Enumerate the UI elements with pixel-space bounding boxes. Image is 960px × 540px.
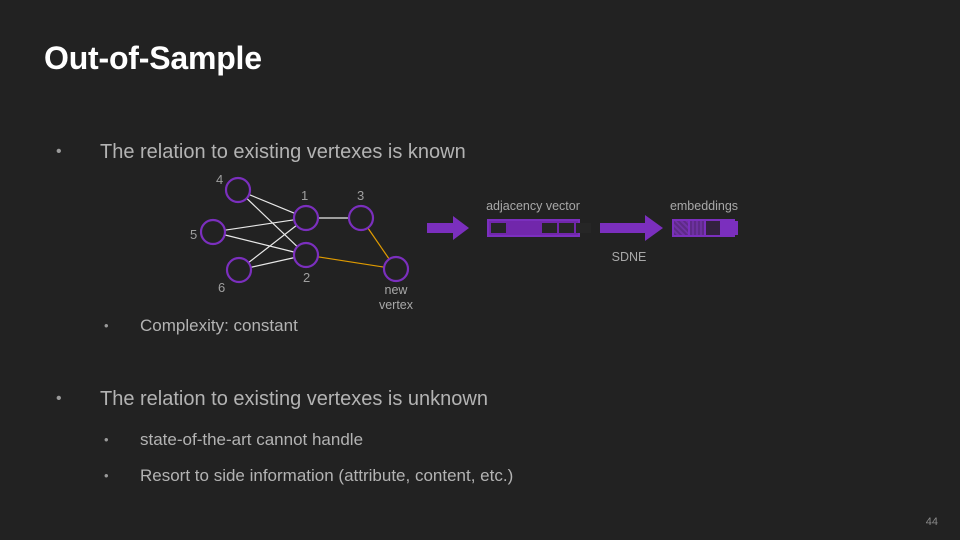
graph-node-1 xyxy=(292,204,320,232)
adjacency-cell xyxy=(559,223,574,233)
bullet-marker: • xyxy=(56,390,62,407)
arrow-to-adjacency-icon xyxy=(427,216,469,240)
bullet-complexity: • Complexity: constant xyxy=(104,316,298,336)
embedding-cell xyxy=(706,221,720,235)
new-vertex-label: new vertex xyxy=(368,283,424,313)
sdne-label: SDNE xyxy=(611,250,647,264)
adjacency-cell xyxy=(576,223,591,233)
embedding-cell xyxy=(690,221,704,235)
bullet-text: The relation to existing vertexes is unk… xyxy=(100,388,488,410)
graph-node-label-5: 5 xyxy=(190,227,198,242)
bullet-text: state-of-the-art cannot handle xyxy=(140,430,364,449)
bullet-relation-unknown: • The relation to existing vertexes is u… xyxy=(56,388,488,411)
page-title: Out-of-Sample xyxy=(44,40,262,76)
bullet-resort-side-information: • Resort to side information (attribute,… xyxy=(104,466,513,486)
bullet-relation-known: • The relation to existing vertexes is k… xyxy=(56,141,466,164)
graph-node-label-4: 4 xyxy=(216,172,224,187)
embeddings-caption: embeddings xyxy=(669,199,739,213)
embeddings-vector xyxy=(672,219,738,237)
page-number: 44 xyxy=(925,516,938,528)
graph-edge xyxy=(317,256,385,268)
graph-node-label-1: 1 xyxy=(301,188,309,203)
adjacency-cell xyxy=(525,223,540,233)
graph-node-label-3: 3 xyxy=(357,188,365,203)
graph-edge xyxy=(224,234,295,253)
graph-edge xyxy=(246,197,298,248)
embedding-cell xyxy=(674,221,688,235)
bullet-sota-cannot-handle: • state-of-the-art cannot handle xyxy=(104,430,363,450)
graph-edge xyxy=(367,227,390,260)
graph-edge xyxy=(224,219,295,231)
bullet-text: Complexity: constant xyxy=(140,316,298,335)
graph-node-label-6: 6 xyxy=(218,280,226,295)
bullet-marker: • xyxy=(56,143,62,160)
bullet-marker: • xyxy=(104,318,109,333)
new-vertex-label-line1: new xyxy=(384,283,408,297)
new-vertex-label-line2: vertex xyxy=(378,298,414,312)
bullet-marker: • xyxy=(104,468,109,483)
adjacency-cell xyxy=(491,223,506,233)
bullet-marker: • xyxy=(104,432,109,447)
graph-node-2 xyxy=(292,241,320,269)
graph-edge xyxy=(250,257,295,268)
bullet-text: Resort to side information (attribute, c… xyxy=(140,466,514,485)
adjacency-vector-caption: adjacency vector xyxy=(486,199,580,213)
arrow-sdne-icon xyxy=(600,215,663,241)
graph-node-new xyxy=(382,255,410,283)
embedding-cell xyxy=(722,221,738,235)
adjacency-vector xyxy=(487,219,591,237)
bullet-text: The relation to existing vertexes is kno… xyxy=(100,141,466,163)
graph-node-3 xyxy=(347,204,375,232)
graph-node-label-2: 2 xyxy=(303,270,311,285)
graph-node-6 xyxy=(225,256,253,284)
graph-edges xyxy=(224,194,390,268)
graph-node-4 xyxy=(224,176,252,204)
graph-edge xyxy=(248,224,297,264)
graph-edge xyxy=(248,194,296,214)
graph-node-5 xyxy=(199,218,227,246)
adjacency-cell xyxy=(508,223,523,233)
adjacency-cell xyxy=(542,223,557,233)
